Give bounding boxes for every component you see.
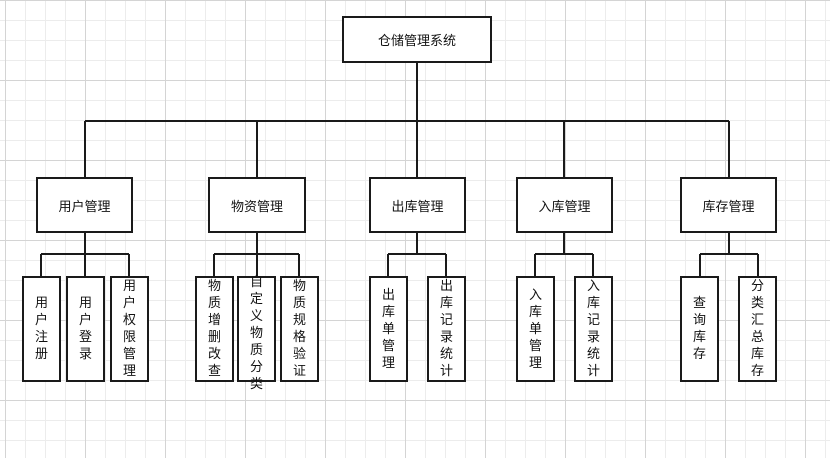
- leaf-inbound-order: 入库单管理: [516, 276, 555, 382]
- leaf-label: 分类汇总库存: [750, 279, 764, 379]
- leaf-outbound-stats: 出库记录统计: [427, 276, 466, 382]
- module-label: 物资管理: [230, 199, 283, 215]
- root-node: 仓储管理系统: [342, 16, 492, 63]
- leaf-label: 自定义物质分类: [249, 275, 263, 392]
- leaf-label: 出库单管理: [381, 287, 395, 371]
- module-outbound-management: 出库管理: [369, 177, 466, 233]
- module-inventory-management: 库存管理: [680, 177, 777, 233]
- module-label: 出库管理: [391, 199, 444, 215]
- leaf-label: 物质规格验证: [292, 279, 306, 379]
- leaf-outbound-order: 出库单管理: [369, 276, 408, 382]
- leaf-label: 入库记录统计: [586, 279, 600, 379]
- leaf-material-crud: 物质增删改查: [195, 276, 234, 382]
- leaf-user-login: 用户登录: [66, 276, 105, 382]
- leaf-inventory-query: 查询库存: [680, 276, 719, 382]
- leaf-inbound-stats: 入库记录统计: [574, 276, 613, 382]
- module-label: 入库管理: [538, 199, 591, 215]
- leaf-label: 入库单管理: [528, 287, 542, 371]
- root-label: 仓储管理系统: [377, 34, 456, 49]
- module-inbound-management: 入库管理: [516, 177, 613, 233]
- module-material-management: 物资管理: [208, 177, 306, 233]
- module-label: 用户管理: [58, 199, 111, 215]
- module-user-management: 用户管理: [36, 177, 133, 233]
- leaf-label: 用户权限管理: [122, 279, 136, 379]
- leaf-user-permission: 用户权限管理: [110, 276, 149, 382]
- leaf-label: 查询库存: [692, 296, 706, 362]
- leaf-material-spec-validation: 物质规格验证: [280, 276, 319, 382]
- leaf-label: 用户注册: [34, 296, 48, 362]
- leaf-material-custom-category: 自定义物质分类: [237, 275, 276, 392]
- leaf-label: 用户登录: [78, 296, 92, 362]
- leaf-label: 出库记录统计: [439, 279, 453, 379]
- module-label: 库存管理: [702, 199, 755, 215]
- leaf-label: 物质增删改查: [207, 279, 221, 379]
- leaf-inventory-summary: 分类汇总库存: [738, 276, 777, 382]
- leaf-user-register: 用户注册: [22, 276, 61, 382]
